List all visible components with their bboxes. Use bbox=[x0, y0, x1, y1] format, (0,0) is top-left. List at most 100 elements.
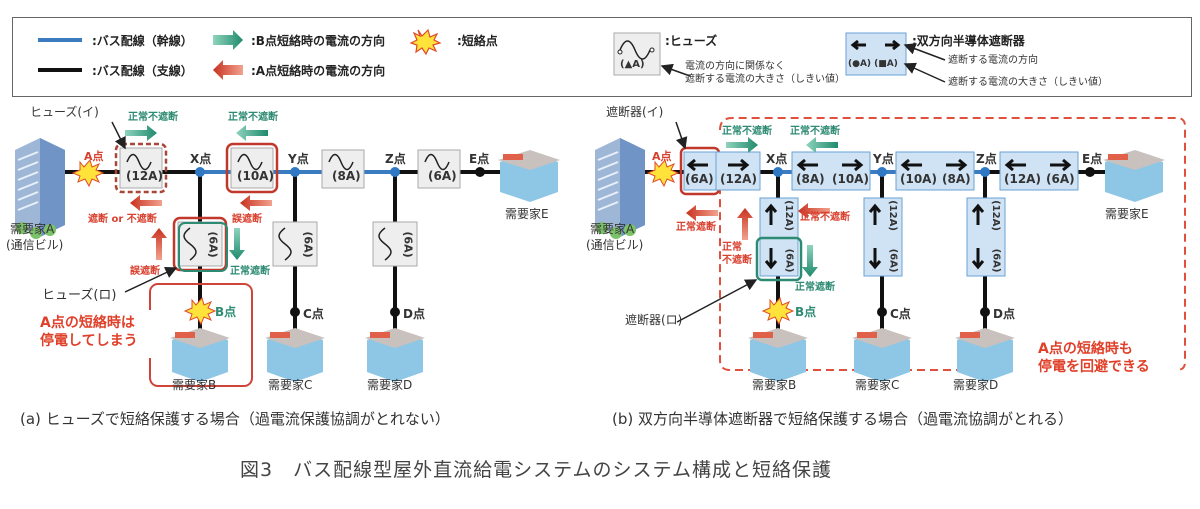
fuse-value: (12A) bbox=[126, 169, 163, 183]
legend-breaker-values: (●A) (■A) bbox=[848, 59, 898, 69]
point-z-label: Z点 bbox=[385, 152, 406, 166]
point-z-label: Z点 bbox=[976, 152, 997, 166]
node-y bbox=[290, 167, 300, 177]
fault-a-icon bbox=[646, 158, 680, 188]
status-label: 不遮断 bbox=[722, 255, 752, 266]
figure-title: 図3 バス配線型屋外直流給電システムのシステム構成と短絡保護 bbox=[240, 459, 832, 481]
status-label: 正常遮断 bbox=[676, 222, 716, 233]
status-label: 正常 bbox=[722, 242, 742, 253]
red-arrow-icon bbox=[686, 205, 718, 221]
point-c-label: C点 bbox=[890, 307, 911, 321]
legend-fuse-note-1: 電流の方向に関係なく bbox=[685, 61, 785, 72]
fuse-value: (6A) bbox=[401, 231, 415, 258]
legend-fuse-note-2: 遮断する電流の大きさ（しきい値） bbox=[685, 74, 845, 85]
fuse-z-e bbox=[417, 149, 461, 189]
breaker-value: (6A) bbox=[1046, 172, 1075, 186]
office-building-icon bbox=[595, 138, 645, 239]
breaker-value: (12A) bbox=[782, 200, 794, 231]
fault-a-icon bbox=[71, 158, 105, 188]
breaker-z-e bbox=[999, 151, 1079, 191]
consumer-e-label: 需要家E bbox=[505, 207, 549, 221]
consumer-a-sublabel: (通信ビル) bbox=[6, 238, 64, 252]
shop-icon-e bbox=[498, 150, 560, 202]
status-label: 正常不遮断 bbox=[722, 126, 772, 137]
fuse-value: (10A) bbox=[237, 169, 274, 183]
shop-icon-b bbox=[748, 328, 808, 382]
consumer-d-label: 需要家D bbox=[367, 378, 413, 392]
node-c bbox=[290, 307, 300, 317]
green-arrow-icon bbox=[806, 137, 838, 153]
consumer-a-sublabel: (通信ビル) bbox=[586, 238, 644, 252]
status-label: 正常不遮断 bbox=[128, 112, 178, 123]
status-label: 正常遮断 bbox=[230, 266, 270, 277]
red-arrow-icon bbox=[213, 60, 243, 80]
legend-b-fault-label: :B点短絡時の電流の方向 bbox=[251, 34, 385, 48]
status-label: 正常遮断 bbox=[795, 282, 835, 293]
consumer-d-label: 需要家D bbox=[953, 378, 999, 392]
breaker-branch-d bbox=[966, 197, 1006, 277]
breaker-value: (8A) bbox=[942, 172, 971, 186]
red-arrow-icon bbox=[130, 195, 162, 211]
fuse-x-y bbox=[225, 142, 279, 194]
point-e-label: E点 bbox=[1082, 152, 1103, 166]
shop-icon-b bbox=[170, 328, 230, 382]
fuse-ro-label: ヒューズ(ロ) bbox=[42, 288, 117, 303]
status-label: 誤遮断 bbox=[130, 266, 160, 277]
breaker-value: (10A) bbox=[900, 172, 937, 186]
breaker-ro-label: 遮断器(ロ) bbox=[625, 313, 683, 327]
point-b-label: B点 bbox=[795, 305, 817, 319]
status-label: 遮断 or 不遮断 bbox=[88, 214, 157, 225]
shop-icon-d bbox=[955, 328, 1015, 382]
point-c-label: C点 bbox=[303, 307, 324, 321]
consumer-c-label: 需要家C bbox=[268, 378, 313, 392]
fuse-branch-d bbox=[372, 221, 418, 267]
breaker-y-z bbox=[895, 151, 975, 191]
protected-zone bbox=[719, 117, 1186, 371]
fuse-value: (8A) bbox=[332, 169, 361, 183]
caption-b: (b) 双方向半導体遮断器で短絡保護する場合（過電流協調がとれる） bbox=[612, 410, 1073, 428]
diagram-a bbox=[15, 121, 560, 387]
green-arrow-icon bbox=[802, 245, 818, 277]
breaker-legend-icon bbox=[845, 32, 907, 76]
legend-breaker-label: :双方向半導体遮断器 bbox=[912, 34, 1025, 48]
point-e-label: E点 bbox=[469, 152, 490, 166]
note-line-1: A点の短絡時は bbox=[40, 315, 135, 331]
fault-b-icon bbox=[183, 296, 217, 326]
shop-icon-e bbox=[1103, 150, 1165, 202]
point-y-label: Y点 bbox=[288, 152, 309, 166]
legend-breaker-note-1: 遮断する電流の方向 bbox=[948, 55, 1038, 66]
breaker-x-y bbox=[791, 151, 871, 191]
green-arrow-icon bbox=[213, 30, 243, 50]
legend-box bbox=[12, 17, 1192, 97]
breaker-i-label: 遮断器(イ) bbox=[606, 105, 664, 119]
red-arrow-icon bbox=[240, 195, 272, 211]
breaker-branch-c bbox=[863, 197, 903, 277]
consumer-b-label: 需要家B bbox=[172, 378, 217, 392]
fuse-branch-c bbox=[272, 221, 318, 267]
breaker-value: (6A) bbox=[783, 248, 795, 273]
breaker-branch-b bbox=[755, 197, 803, 282]
legend-branch-label: :バス配線（支線） bbox=[92, 64, 193, 78]
breaker-trunk-1 bbox=[715, 151, 761, 191]
breaker-i bbox=[679, 146, 721, 196]
breaker-value: (12A) bbox=[720, 172, 757, 186]
red-arrow-icon bbox=[151, 228, 167, 260]
fuse-i-label: ヒューズ(イ) bbox=[30, 105, 99, 119]
fuse-y-z bbox=[321, 149, 365, 189]
green-arrow-icon bbox=[236, 125, 268, 141]
fuse-value: (6A) bbox=[428, 169, 457, 183]
breaker-value: (10A) bbox=[832, 172, 869, 186]
status-label: 正常不遮断 bbox=[790, 126, 840, 137]
fuse-i bbox=[114, 142, 168, 194]
status-label: 誤遮断 bbox=[232, 214, 262, 225]
node-x bbox=[195, 167, 205, 177]
legend-breaker-note-2: 遮断する電流の大きさ（しきい値） bbox=[948, 77, 1108, 88]
breaker-value: (8A) bbox=[796, 172, 825, 186]
note-line-2: 停電を回避できる bbox=[1038, 359, 1150, 375]
note-line-1: A点の短絡時も bbox=[1038, 341, 1133, 357]
consumer-b-label: 需要家B bbox=[752, 378, 797, 392]
shop-icon-c bbox=[265, 328, 325, 382]
point-a-label: A点 bbox=[652, 150, 672, 163]
breaker-value: (12A) bbox=[1004, 172, 1041, 186]
status-label: 正常不遮断 bbox=[800, 212, 850, 223]
